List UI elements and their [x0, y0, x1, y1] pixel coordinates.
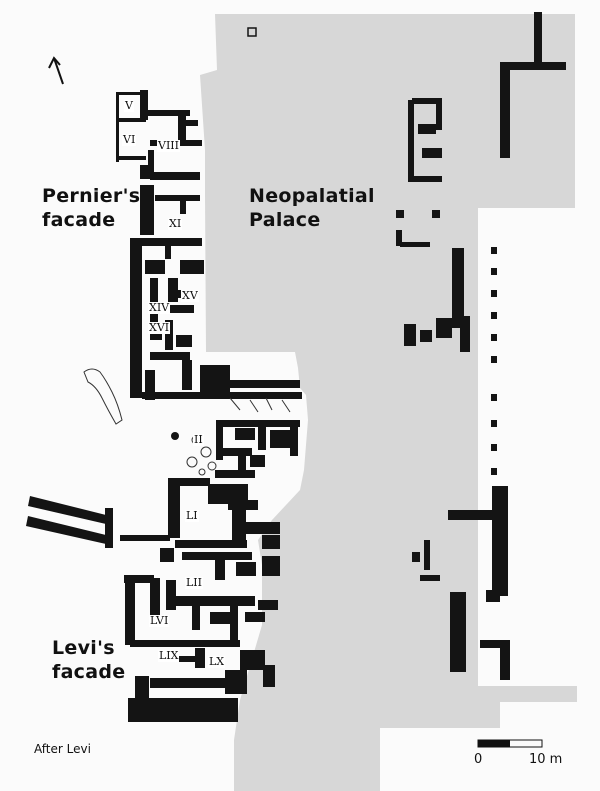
levi-label-line2: facade [52, 661, 126, 683]
room-label: XI [168, 217, 183, 230]
neo-label-line2: Palace [249, 209, 321, 231]
neopalatial-palace-label: Neopalatial Palace [249, 184, 375, 232]
marker-dot [171, 432, 179, 440]
room-label: II [193, 433, 204, 446]
west-wall [26, 496, 113, 548]
room-label: XIV [148, 301, 171, 314]
pernier-label-line1: Pernier's [42, 185, 141, 207]
paved-area [200, 14, 577, 791]
levi-facade-label: Levi's facade [52, 636, 125, 684]
room-label: V [124, 99, 134, 112]
room-label: LVI [149, 614, 170, 627]
room-label: LI [185, 509, 199, 522]
room-label: VI [122, 133, 137, 146]
rubble [83, 368, 291, 476]
room-label: LIX [158, 649, 180, 662]
scale-end-label: 10 m [529, 752, 563, 767]
room-label: VIII [157, 139, 180, 152]
middle-complex [120, 420, 300, 580]
scale-bar [477, 739, 543, 748]
room-label: XVI [148, 321, 171, 334]
neo-label-line1: Neopalatial [249, 185, 375, 207]
east-wing [396, 12, 566, 680]
room-label: LX [208, 655, 226, 668]
pernier-facade-label: Pernier's facade [42, 184, 140, 232]
north-arrow-icon [48, 56, 64, 85]
pernier-label-line2: facade [42, 209, 116, 231]
levi-label-line1: Levi's [52, 637, 115, 659]
pillar-row [491, 247, 497, 475]
room-label: LII [185, 576, 203, 589]
small-feature [247, 27, 257, 37]
credit-text: After Levi [34, 742, 91, 756]
room-label: XV [181, 289, 199, 302]
scale-start-label: 0 [474, 752, 483, 767]
levi-complex [124, 575, 278, 722]
